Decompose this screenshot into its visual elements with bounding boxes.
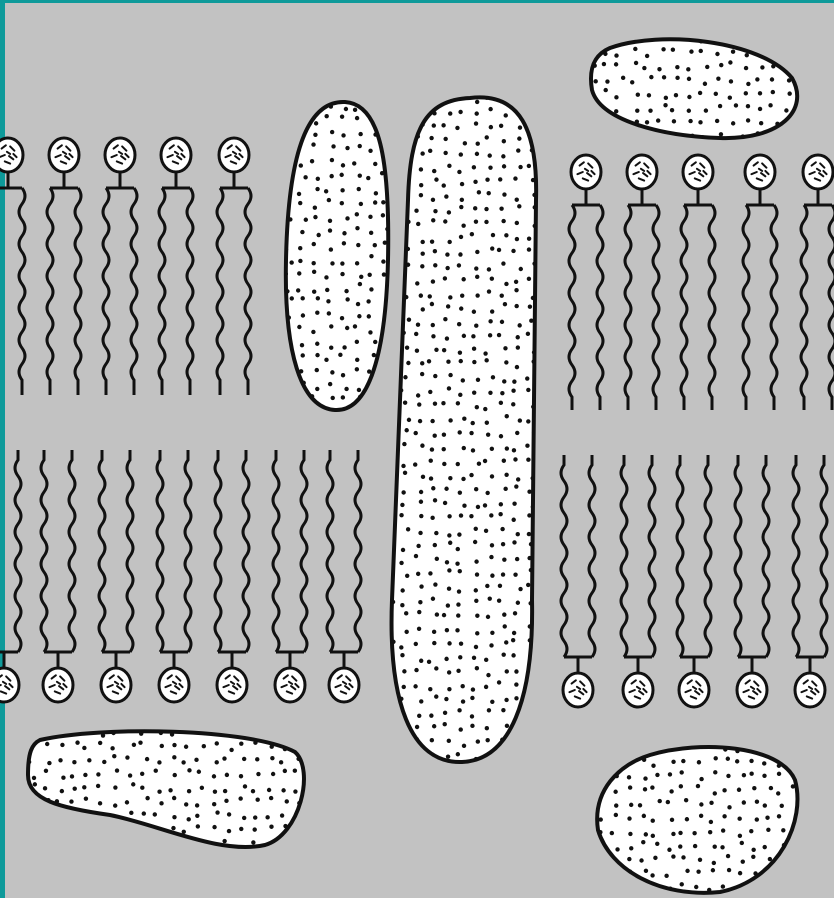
phospholipid-head [803,155,833,189]
integral-protein [385,93,537,762]
phospholipid-head [275,668,305,702]
phospholipid-head [101,668,131,702]
phospholipid-head [161,138,191,172]
phospholipid-head [627,155,657,189]
phospholipid-head [683,155,713,189]
phospholipid-head [43,668,73,702]
phospholipid-head [679,673,709,707]
phospholipid-head [571,155,601,189]
phospholipid-head [563,673,593,707]
phospholipid-head [795,673,825,707]
phospholipid-head [623,673,653,707]
phospholipid-head [329,668,359,702]
phospholipid-head [745,155,775,189]
integral-protein-outline [392,97,537,762]
phospholipid-head [159,668,189,702]
phospholipid-head [49,138,79,172]
phospholipid-head [219,138,249,172]
phospholipid-head [217,668,247,702]
phospholipid-head [737,673,767,707]
integral-protein [282,102,392,410]
phospholipid-head [105,138,135,172]
